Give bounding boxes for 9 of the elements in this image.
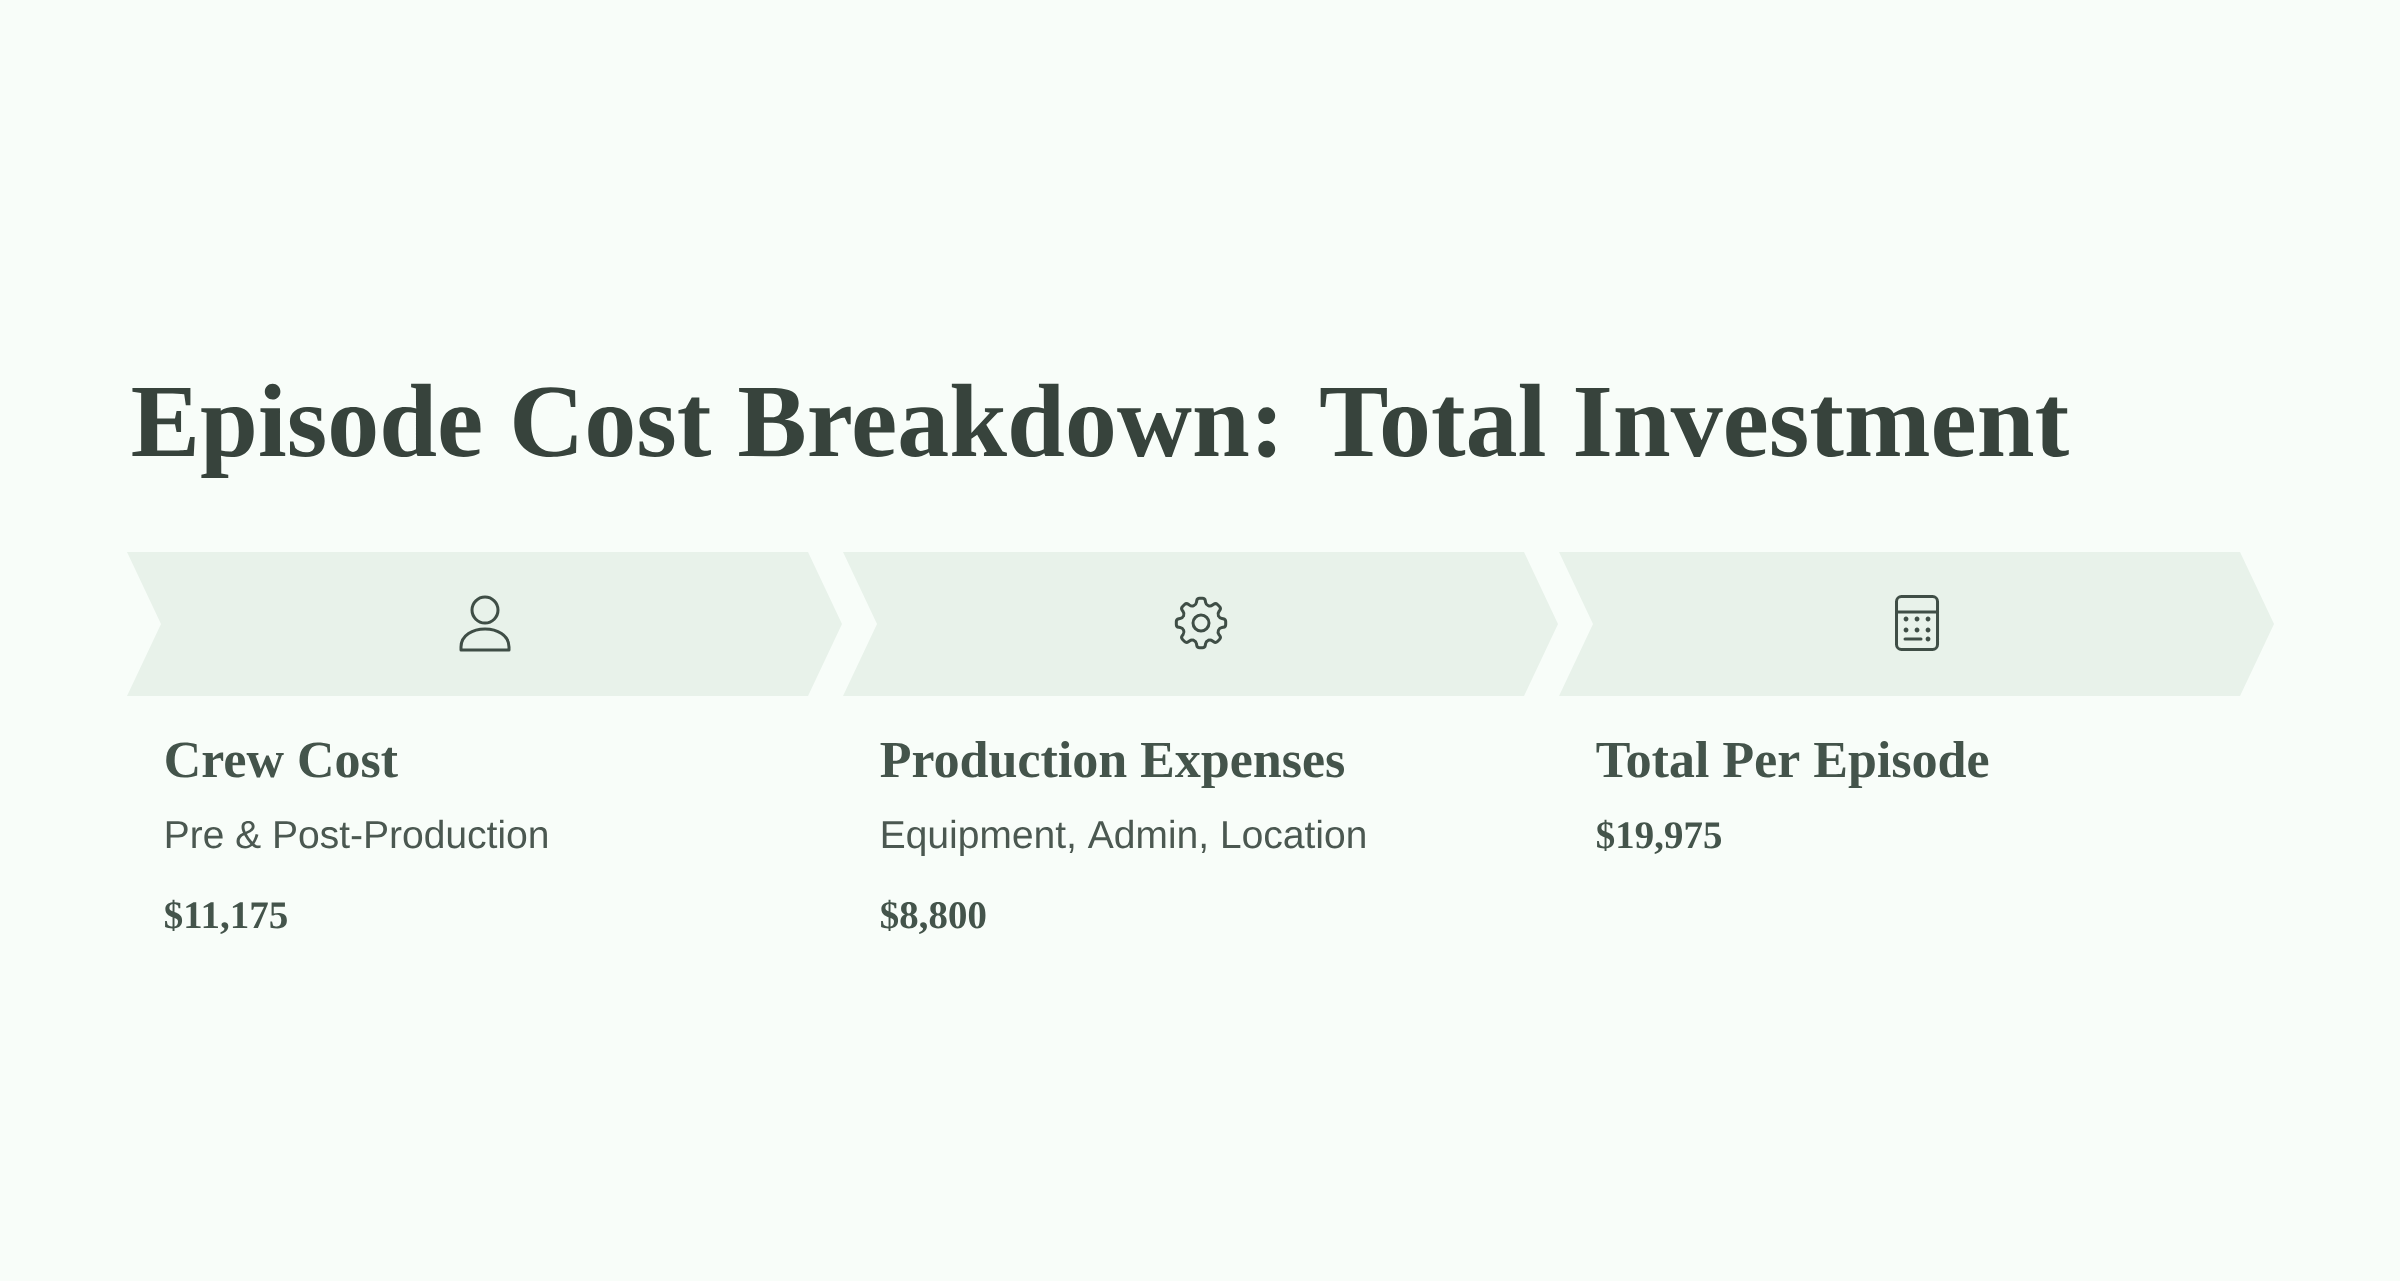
step-heading: Production Expenses (880, 740, 1344, 789)
title: Episode Cost Breakdown: Total Investment (132, 383, 2069, 479)
step-description: Equipment, Admin, Location (882, 819, 1365, 857)
step-heading: Total Per Episode (1596, 740, 1989, 789)
cost-amount: $8,800 (881, 899, 986, 935)
step-description: Pre & Post-Production (166, 819, 547, 849)
step-heading: Crew Cost (166, 742, 398, 778)
cost-amount: $19,975 (1597, 819, 1721, 854)
cost-amount: $11,175 (165, 899, 287, 935)
